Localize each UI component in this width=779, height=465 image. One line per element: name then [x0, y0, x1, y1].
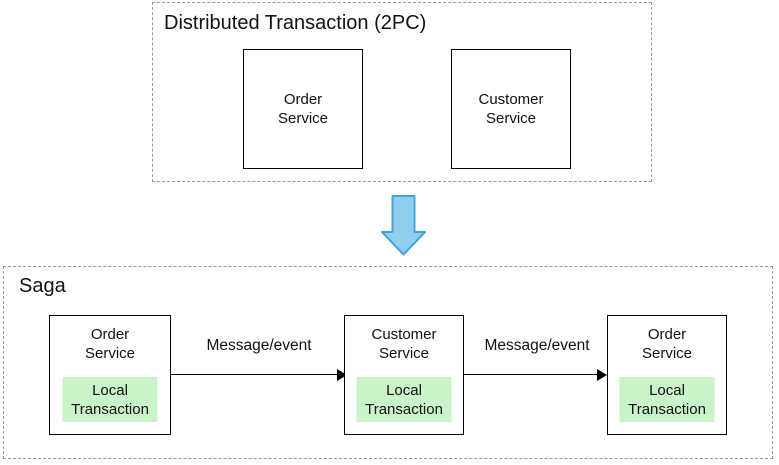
message-arrow-2 — [464, 369, 607, 381]
box-order-service-saga-1: Order Service Local Transaction — [49, 315, 171, 435]
box-order-service-2pc: Order Service — [243, 49, 363, 169]
section-title-2pc: Distributed Transaction (2PC) — [164, 12, 427, 34]
box-customer-service-2pc-label: Customer Service — [478, 91, 544, 127]
message-arrow-1-label: Message/event — [206, 337, 312, 354]
down-block-arrow-icon — [381, 195, 426, 256]
box-order-service-saga-2-label: Order Service — [641, 326, 693, 362]
section-saga: Saga Order Service Local Transaction Mes… — [3, 266, 773, 459]
local-transaction-box-1-label: Local Transaction — [71, 381, 149, 418]
local-transaction-box-1: Local Transaction — [62, 377, 158, 422]
box-order-service-saga-1-label: Order Service — [84, 326, 136, 362]
local-transaction-box-2: Local Transaction — [356, 377, 452, 422]
message-arrow-1-arrowhead-icon — [337, 369, 347, 381]
local-transaction-box-3: Local Transaction — [619, 377, 715, 422]
section-distributed-transaction-2pc: Distributed Transaction (2PC) Order Serv… — [152, 2, 652, 182]
box-customer-service-2pc: Customer Service — [451, 49, 571, 169]
message-arrow-1-line — [171, 374, 340, 375]
message-arrow-2-line — [464, 374, 600, 375]
box-customer-service-saga: Customer Service Local Transaction — [344, 315, 464, 435]
message-arrow-1 — [171, 369, 347, 381]
section-title-saga: Saga — [19, 275, 66, 297]
message-arrow-2-arrowhead-icon — [597, 369, 607, 381]
box-customer-service-saga-label: Customer Service — [371, 326, 437, 362]
local-transaction-box-2-label: Local Transaction — [365, 381, 443, 418]
box-order-service-2pc-label: Order Service — [277, 91, 329, 127]
box-order-service-saga-2: Order Service Local Transaction — [607, 315, 727, 435]
local-transaction-box-3-label: Local Transaction — [628, 381, 706, 418]
message-arrow-2-label: Message/event — [484, 337, 590, 354]
